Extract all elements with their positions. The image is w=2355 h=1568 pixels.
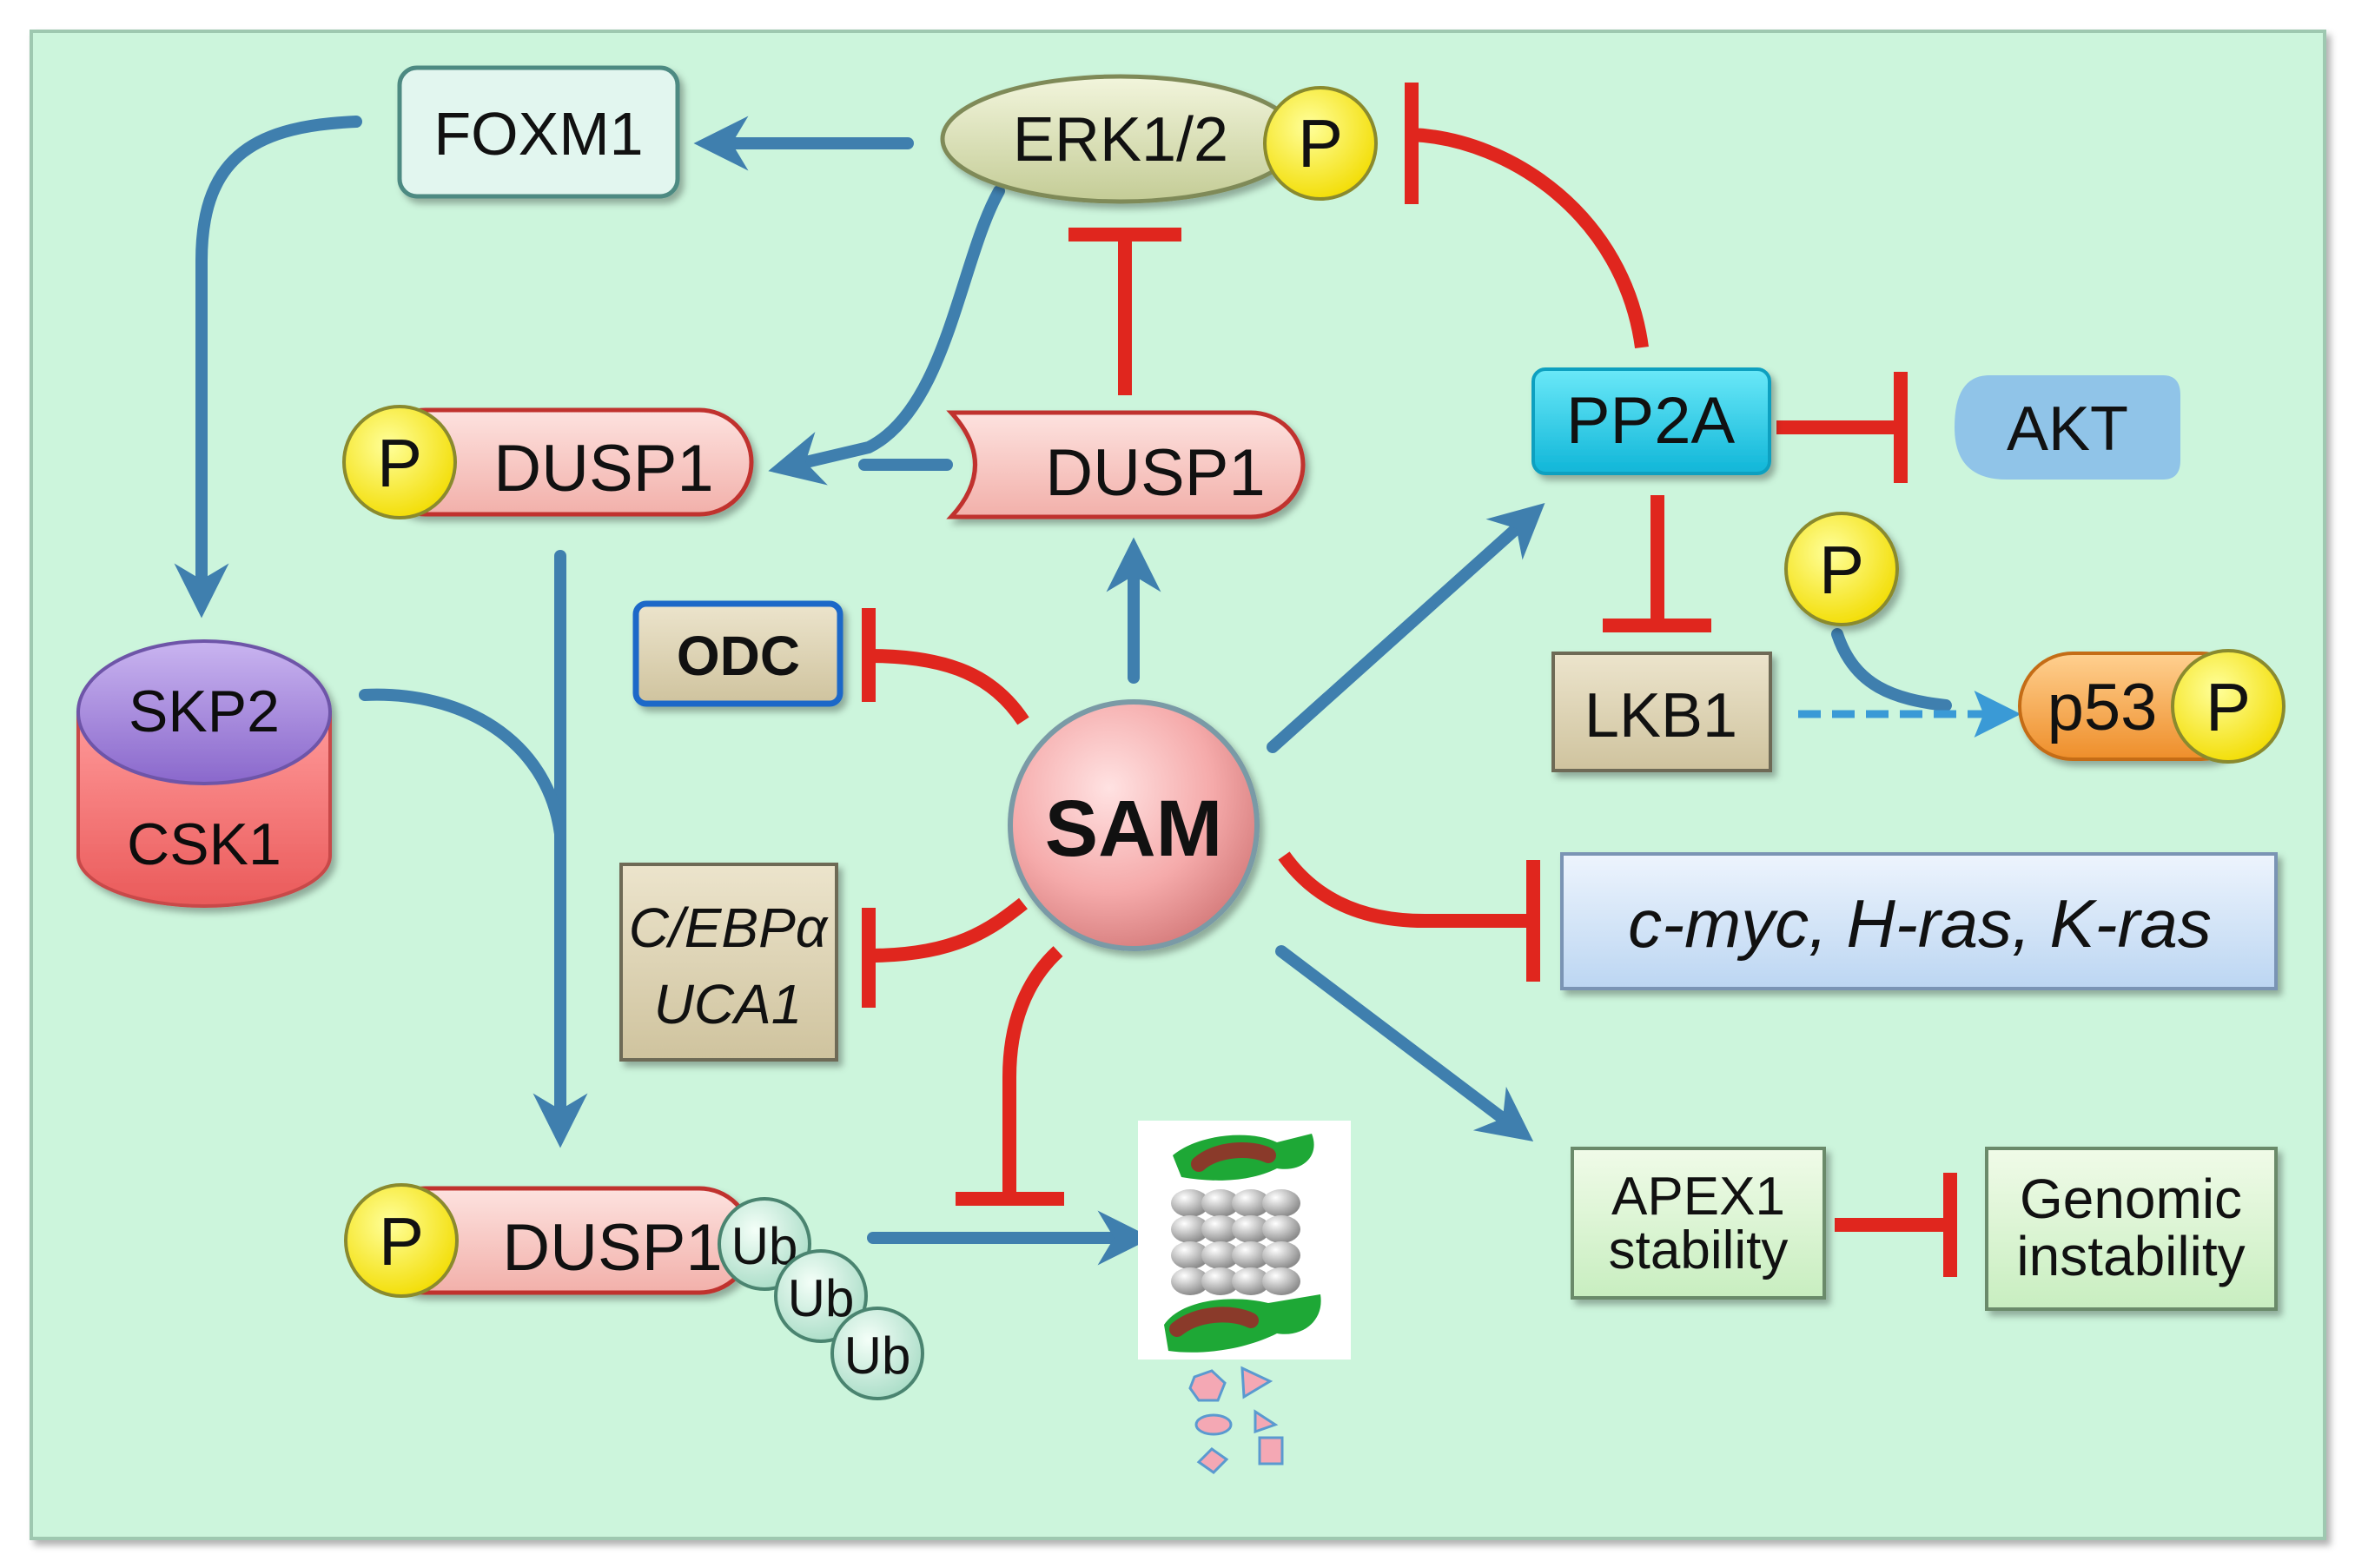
curve-skp2-merge bbox=[359, 688, 566, 840]
ubiquitin-label-3: Ub bbox=[844, 1327, 911, 1385]
pp2a-label: PP2A bbox=[1566, 384, 1736, 458]
erk-phospho-badge bbox=[1263, 86, 1378, 201]
ubdusp1-phospho-label: P bbox=[379, 1203, 424, 1280]
foxm1-label: FOXM1 bbox=[433, 100, 643, 168]
inhibit-sam-proteasome bbox=[956, 946, 1064, 1206]
inhibition-lines bbox=[862, 83, 1957, 1277]
p53-phospho-badge bbox=[2171, 649, 2286, 764]
peptide-fragments bbox=[1188, 1366, 1284, 1474]
cebpa-label: C/EBPα bbox=[629, 896, 829, 959]
erk-node: ERK1/2 P bbox=[940, 74, 1378, 204]
oncogenes-label: c-myc, H-ras, K-ras bbox=[1628, 885, 2212, 962]
pp2a-node: PP2A bbox=[1531, 367, 1771, 475]
inhibit-pp2a-akt bbox=[1776, 372, 1908, 483]
ubiquitin-label-2: Ub bbox=[788, 1269, 855, 1327]
ubdusp1-label: DUSP1 bbox=[502, 1211, 722, 1285]
lkb1-label: LKB1 bbox=[1584, 681, 1737, 751]
p53-label: p53 bbox=[2047, 671, 2158, 744]
apex1-stability-node: APEX1 stability bbox=[1571, 1147, 1826, 1300]
apex1-stability-label: stability bbox=[1609, 1221, 1789, 1280]
activation-arrows bbox=[174, 116, 1952, 1266]
free-phospho-node: P bbox=[1784, 512, 1899, 626]
p53-phospho-label: P bbox=[2206, 669, 2251, 745]
odc-label: ODC bbox=[677, 625, 800, 687]
odc-node: ODC bbox=[632, 600, 843, 707]
csk1-label: CSK1 bbox=[127, 811, 281, 877]
instability-label: instability bbox=[2016, 1225, 2245, 1287]
oncogenes-node: c-myc, H-ras, K-ras bbox=[1560, 852, 2278, 990]
genomic-label: Genomic bbox=[2020, 1168, 2242, 1230]
inhibit-apex1-genomic bbox=[1835, 1173, 1957, 1277]
curve-p-to-p53 bbox=[1831, 628, 1952, 711]
inhibit-pp2a-erk bbox=[1405, 83, 1649, 349]
inhibit-sam-cebpa bbox=[862, 897, 1028, 1008]
phospho-dusp1-node: P DUSP1 bbox=[342, 405, 754, 519]
skp2-csk1-complex: SKP2 CSK1 bbox=[76, 639, 332, 908]
pdusp1-phospho-badge bbox=[342, 405, 457, 519]
inhibit-sam-odc bbox=[862, 608, 1029, 725]
proteasome-icon bbox=[1138, 1121, 1351, 1360]
p53-node: p53 P bbox=[2018, 649, 2286, 764]
arrow-erk-to-pdusp1 bbox=[768, 185, 1005, 486]
free-phospho-label: P bbox=[1819, 532, 1864, 608]
akt-label: AKT bbox=[2007, 394, 2128, 464]
uca1-label: UCA1 bbox=[654, 973, 803, 1035]
sam-node: SAM bbox=[1008, 699, 1260, 951]
inhibit-dusp1-erk bbox=[1068, 228, 1181, 395]
dusp1-node: DUSP1 bbox=[946, 410, 1306, 519]
inhibit-pp2a-lkb1 bbox=[1603, 495, 1711, 632]
arrow-sam-to-pp2a bbox=[1267, 502, 1545, 753]
akt-node: AKT bbox=[1955, 375, 2180, 480]
arrow-sam-to-apex1 bbox=[1275, 945, 1534, 1141]
pdusp1-label: DUSP1 bbox=[493, 432, 713, 506]
cebpa-uca1-node: C/EBPα UCA1 bbox=[619, 863, 838, 1062]
dusp1-label: DUSP1 bbox=[1045, 436, 1265, 510]
proteasome-core bbox=[1171, 1189, 1300, 1295]
erk-phospho-label: P bbox=[1298, 105, 1343, 182]
sam-label: SAM bbox=[1045, 784, 1222, 873]
genomic-instability-node: Genomic instability bbox=[1985, 1147, 2278, 1311]
arrow-foxm1-to-skp2 bbox=[174, 116, 362, 619]
ubiquitin-chain: Ub Ub Ub bbox=[718, 1197, 924, 1400]
foxm1-node: FOXM1 bbox=[397, 65, 680, 199]
ubiquitinated-dusp1-node: P DUSP1 Ub Ub Ub bbox=[344, 1183, 924, 1400]
inhibit-sam-oncogenes bbox=[1278, 851, 1540, 982]
ubdusp1-phospho-badge bbox=[344, 1183, 459, 1298]
pdusp1-phospho-label: P bbox=[377, 425, 422, 501]
lkb1-node: LKB1 bbox=[1551, 652, 1772, 772]
erk-label: ERK1/2 bbox=[1013, 105, 1228, 175]
skp2-label: SKP2 bbox=[129, 678, 280, 744]
apex1-label: APEX1 bbox=[1611, 1167, 1785, 1227]
